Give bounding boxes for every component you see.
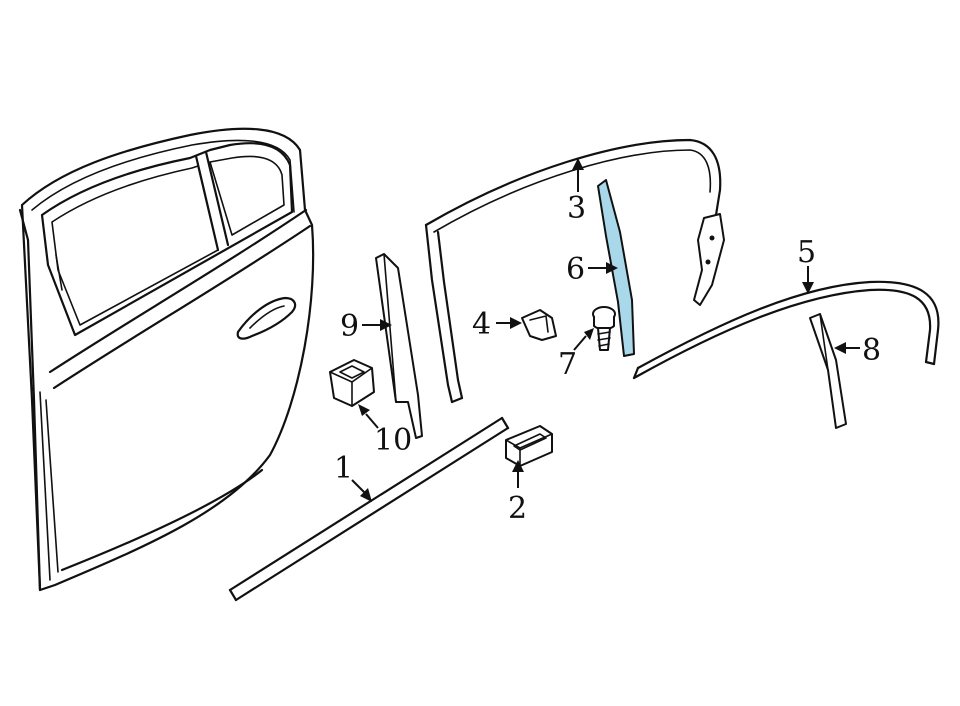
part-5-molding (632, 280, 940, 380)
callout-9: 9 (340, 309, 359, 344)
callout-1: 1 (334, 451, 353, 486)
callout-7: 7 (558, 347, 577, 382)
part-9-pillar-trim (375, 253, 423, 439)
callout-10: 10 (374, 423, 412, 458)
callout-6: 6 (566, 252, 585, 287)
door-shell (18, 127, 315, 592)
part-10-clip (329, 359, 375, 407)
part-2-end-cap (505, 425, 553, 467)
part-7-screw (592, 306, 616, 351)
part-4-bracket (521, 309, 557, 341)
callout-4: 4 (472, 307, 491, 342)
callout-labels: 1 2 3 4 5 6 7 8 9 10 (334, 191, 881, 526)
part-1-belt-molding (228, 416, 510, 602)
leaders (351, 158, 860, 502)
callout-2: 2 (508, 491, 527, 526)
part-3-frame-seal (424, 138, 725, 404)
callout-3: 3 (567, 191, 586, 226)
callout-8: 8 (862, 333, 881, 368)
part-8-strip (809, 313, 847, 429)
callout-5: 5 (797, 235, 816, 270)
